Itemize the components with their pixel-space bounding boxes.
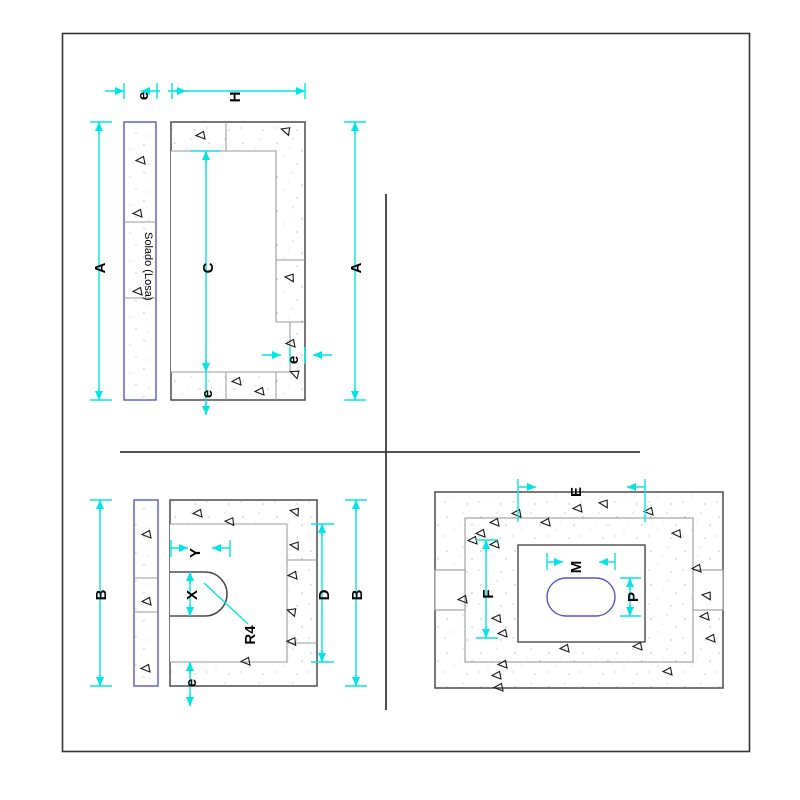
dimensions-bottom-right [476, 479, 646, 639]
dimensions-bottom-left [90, 499, 367, 706]
dim-F: F [480, 589, 497, 598]
sheet-border [61, 32, 751, 753]
dim-P: P [625, 592, 642, 602]
right-notch-br [692, 569, 724, 611]
dim-Y: Y [187, 548, 204, 558]
dim-C: C [200, 262, 217, 273]
view-bottom-right-plan: E M F P [434, 479, 724, 692]
dim-B-right: B [349, 589, 366, 600]
view-top-left-plan: Solado (Losa) [90, 83, 366, 415]
dim-A-left: A [92, 262, 109, 273]
dim-e-right: e [285, 356, 302, 364]
dim-A-right: A [348, 262, 365, 273]
wall-body-top [170, 121, 306, 401]
dim-e-bottom: e [199, 390, 216, 398]
wall-body-bottom-left [169, 499, 318, 687]
dim-B-left: B [93, 589, 110, 600]
dim-X: X [184, 590, 201, 600]
dim-H-top: H [227, 92, 244, 103]
slab-label: Solado (Losa) [142, 232, 154, 301]
view-bottom-left-plan: B B D Y X R4 e [90, 499, 367, 706]
dimensions-top-left [90, 83, 366, 415]
dim-e-top: e [135, 92, 152, 100]
dim-D: D [316, 589, 333, 600]
left-notch-br [434, 569, 466, 611]
slab-strip-top: Solado (Losa) [123, 121, 157, 401]
dim-R4: R4 [242, 625, 259, 645]
slab-strip-bottom [133, 499, 159, 687]
dim-M: M [568, 561, 585, 574]
dim-e-bottom-left: e [183, 679, 200, 687]
oval-opening [546, 577, 616, 617]
dim-E: E [568, 487, 585, 497]
